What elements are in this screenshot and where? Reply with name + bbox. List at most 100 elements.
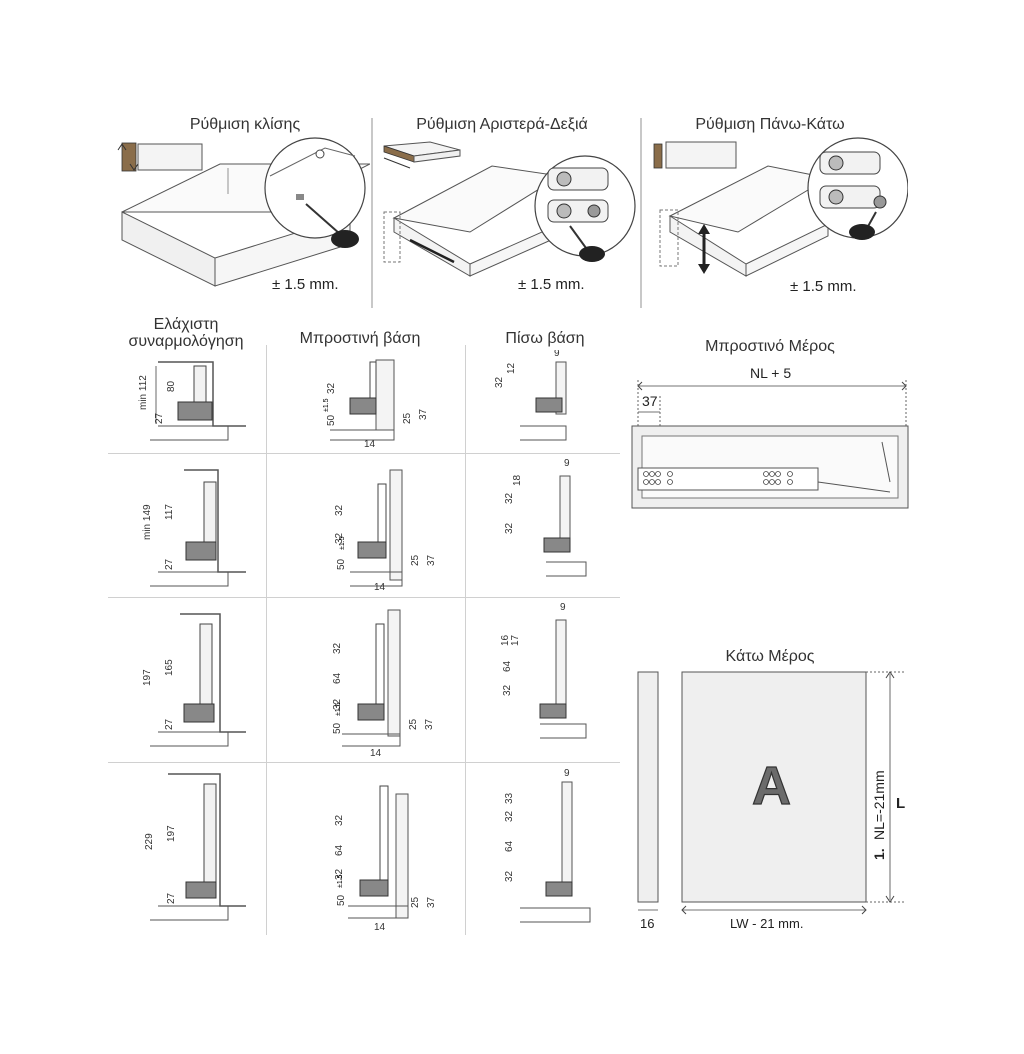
width-label: LW - 21 mm. bbox=[730, 916, 803, 931]
dim-3: 33 bbox=[504, 792, 515, 804]
back-cell-row-3: 9 32 64 16 17 bbox=[500, 602, 587, 739]
header-min-assembly: Ελάχιστη συναρμολόγηση bbox=[128, 316, 244, 350]
min-cell-row-4: 229 197 27 bbox=[144, 773, 246, 921]
width-label: NL + 5 bbox=[750, 365, 791, 381]
dim-sup: ±1.5 bbox=[339, 536, 346, 550]
dim-total: 229 bbox=[144, 833, 155, 850]
detail-magnifier bbox=[807, 137, 908, 240]
screwdriver-icon bbox=[849, 224, 875, 240]
dim-1: 64 bbox=[332, 672, 343, 684]
dim-width: 14 bbox=[364, 439, 376, 450]
length-label-num: 1. bbox=[871, 848, 887, 860]
dim-0: 32 bbox=[504, 870, 515, 882]
front-view-title: Μπροστινό Μέρος bbox=[705, 338, 835, 355]
divider-top-2 bbox=[640, 118, 642, 308]
tolerance-tilt: ± 1.5 mm. bbox=[272, 276, 339, 293]
dim-upper: 117 bbox=[164, 504, 175, 520]
dim-right1: 25 bbox=[410, 896, 421, 908]
dim-bottom: 50 bbox=[336, 558, 347, 570]
dim-right2: 37 bbox=[426, 896, 437, 908]
side-panel bbox=[637, 671, 659, 903]
length-label: NL=-21mm bbox=[871, 770, 887, 840]
dim-top: 9 bbox=[560, 602, 566, 613]
header-front-base: Μπροστινή βάση bbox=[299, 330, 421, 347]
screwdriver-icon bbox=[331, 230, 359, 248]
dim-sup: ±1.5 bbox=[335, 702, 342, 716]
dim-top: 9 bbox=[554, 350, 560, 359]
front-panel-sample bbox=[653, 141, 737, 169]
grid-line-h1 bbox=[108, 453, 620, 454]
dim-base: 27 bbox=[164, 718, 175, 730]
front-cell-row-1: 32 50 ±1.5 25 37 14 bbox=[323, 359, 429, 450]
grid-line-h2 bbox=[108, 597, 620, 598]
dim-1: 64 bbox=[334, 844, 345, 856]
dim-top: 9 bbox=[564, 458, 570, 469]
front-panel-sample bbox=[137, 143, 203, 171]
grid-line-h3 bbox=[108, 762, 620, 763]
dim-width: 14 bbox=[374, 582, 386, 592]
dim-bottom: 50 bbox=[336, 894, 347, 906]
front-view-diagram: NL + 5 37 bbox=[631, 365, 909, 509]
drawer-outline bbox=[659, 165, 830, 277]
front-panel-sample bbox=[383, 141, 461, 169]
min-cell-row-3: 197 165 27 bbox=[142, 613, 246, 747]
bottom-view-diagram: A 1. NL=-21mm L LW - 21 mm. 16 bbox=[637, 671, 905, 931]
back-cell-row-4: 9 32 64 32 33 bbox=[504, 768, 591, 923]
drawer-outline bbox=[383, 165, 562, 277]
dim-right1: 25 bbox=[402, 412, 413, 424]
dim-2: 18 bbox=[512, 474, 523, 486]
dim-0: 32 bbox=[326, 382, 337, 394]
dim-0: 32 bbox=[504, 522, 515, 534]
dim-right2: 37 bbox=[418, 408, 429, 420]
front-cell-row-3: 32 64 32 50 ±1.5 25 37 14 bbox=[332, 609, 435, 758]
drawer-up-down-illustration bbox=[653, 137, 908, 277]
back-cell-row-2: 9 32 32 18 bbox=[504, 458, 587, 577]
dim-width: 14 bbox=[370, 748, 382, 758]
dim-0: 32 bbox=[502, 684, 513, 696]
dim-1: 64 bbox=[502, 660, 513, 672]
dim-right1: 25 bbox=[410, 554, 421, 566]
min-cell-row-2: min 149 117 27 bbox=[142, 469, 246, 587]
detail-magnifier bbox=[534, 155, 636, 262]
dim-0: 32 bbox=[494, 376, 505, 388]
screwdriver-icon bbox=[579, 246, 605, 262]
front-cell-row-4: 32 64 32 50 ±1.5 25 37 14 bbox=[334, 785, 437, 933]
dim-2: 32 bbox=[504, 810, 515, 822]
dim-total: min 149 bbox=[142, 504, 153, 540]
side-label: L bbox=[896, 795, 905, 812]
dim-0: 32 bbox=[334, 814, 345, 826]
dim-1: 32 bbox=[334, 532, 345, 544]
panel-title-tilt: Ρύθμιση κλίσης bbox=[189, 116, 301, 133]
dim-upper: 165 bbox=[164, 659, 175, 676]
tilt-icon bbox=[117, 142, 139, 172]
dim-total: 197 bbox=[142, 669, 153, 686]
bottom-view-title: Κάτω Μέρος bbox=[725, 648, 815, 665]
dim-right2: 37 bbox=[424, 718, 435, 730]
dim-0: 32 bbox=[332, 642, 343, 654]
dim-bottom: 50 bbox=[326, 414, 337, 426]
dim-0: 32 bbox=[334, 504, 345, 516]
grid-line-v1 bbox=[266, 345, 267, 935]
dim-right2: 37 bbox=[426, 554, 437, 566]
front-cell-row-2: 32 32 50 ±1.5 25 37 14 bbox=[334, 469, 437, 592]
dim-2: 32 bbox=[332, 698, 343, 710]
dim-2: 16 bbox=[500, 634, 511, 646]
detail-magnifier bbox=[264, 137, 366, 248]
dim-right1: 25 bbox=[408, 718, 419, 730]
tolerance-up-down: ± 1.5 mm. bbox=[790, 278, 857, 295]
double-arrow-horizontal bbox=[409, 238, 455, 264]
thickness-label: 16 bbox=[640, 916, 654, 931]
dim-sup: ±1.5 bbox=[337, 874, 344, 888]
dim-2: 32 bbox=[334, 868, 345, 880]
divider-top-1 bbox=[371, 118, 373, 308]
dim-upper: 80 bbox=[166, 380, 177, 392]
dim-upper: 197 bbox=[166, 825, 177, 842]
dim-total: min 112 bbox=[138, 375, 149, 410]
dim-1: 64 bbox=[504, 840, 515, 852]
dim-width: 14 bbox=[374, 922, 386, 933]
panel-title-left-right: Ρύθμιση Αριστερά-Δεξιά bbox=[416, 116, 588, 133]
drawer-left-right-illustration bbox=[383, 141, 636, 277]
dim-base: 27 bbox=[154, 412, 165, 424]
dim-1: 32 bbox=[504, 492, 515, 504]
tolerance-left-right: ± 1.5 mm. bbox=[518, 276, 585, 293]
